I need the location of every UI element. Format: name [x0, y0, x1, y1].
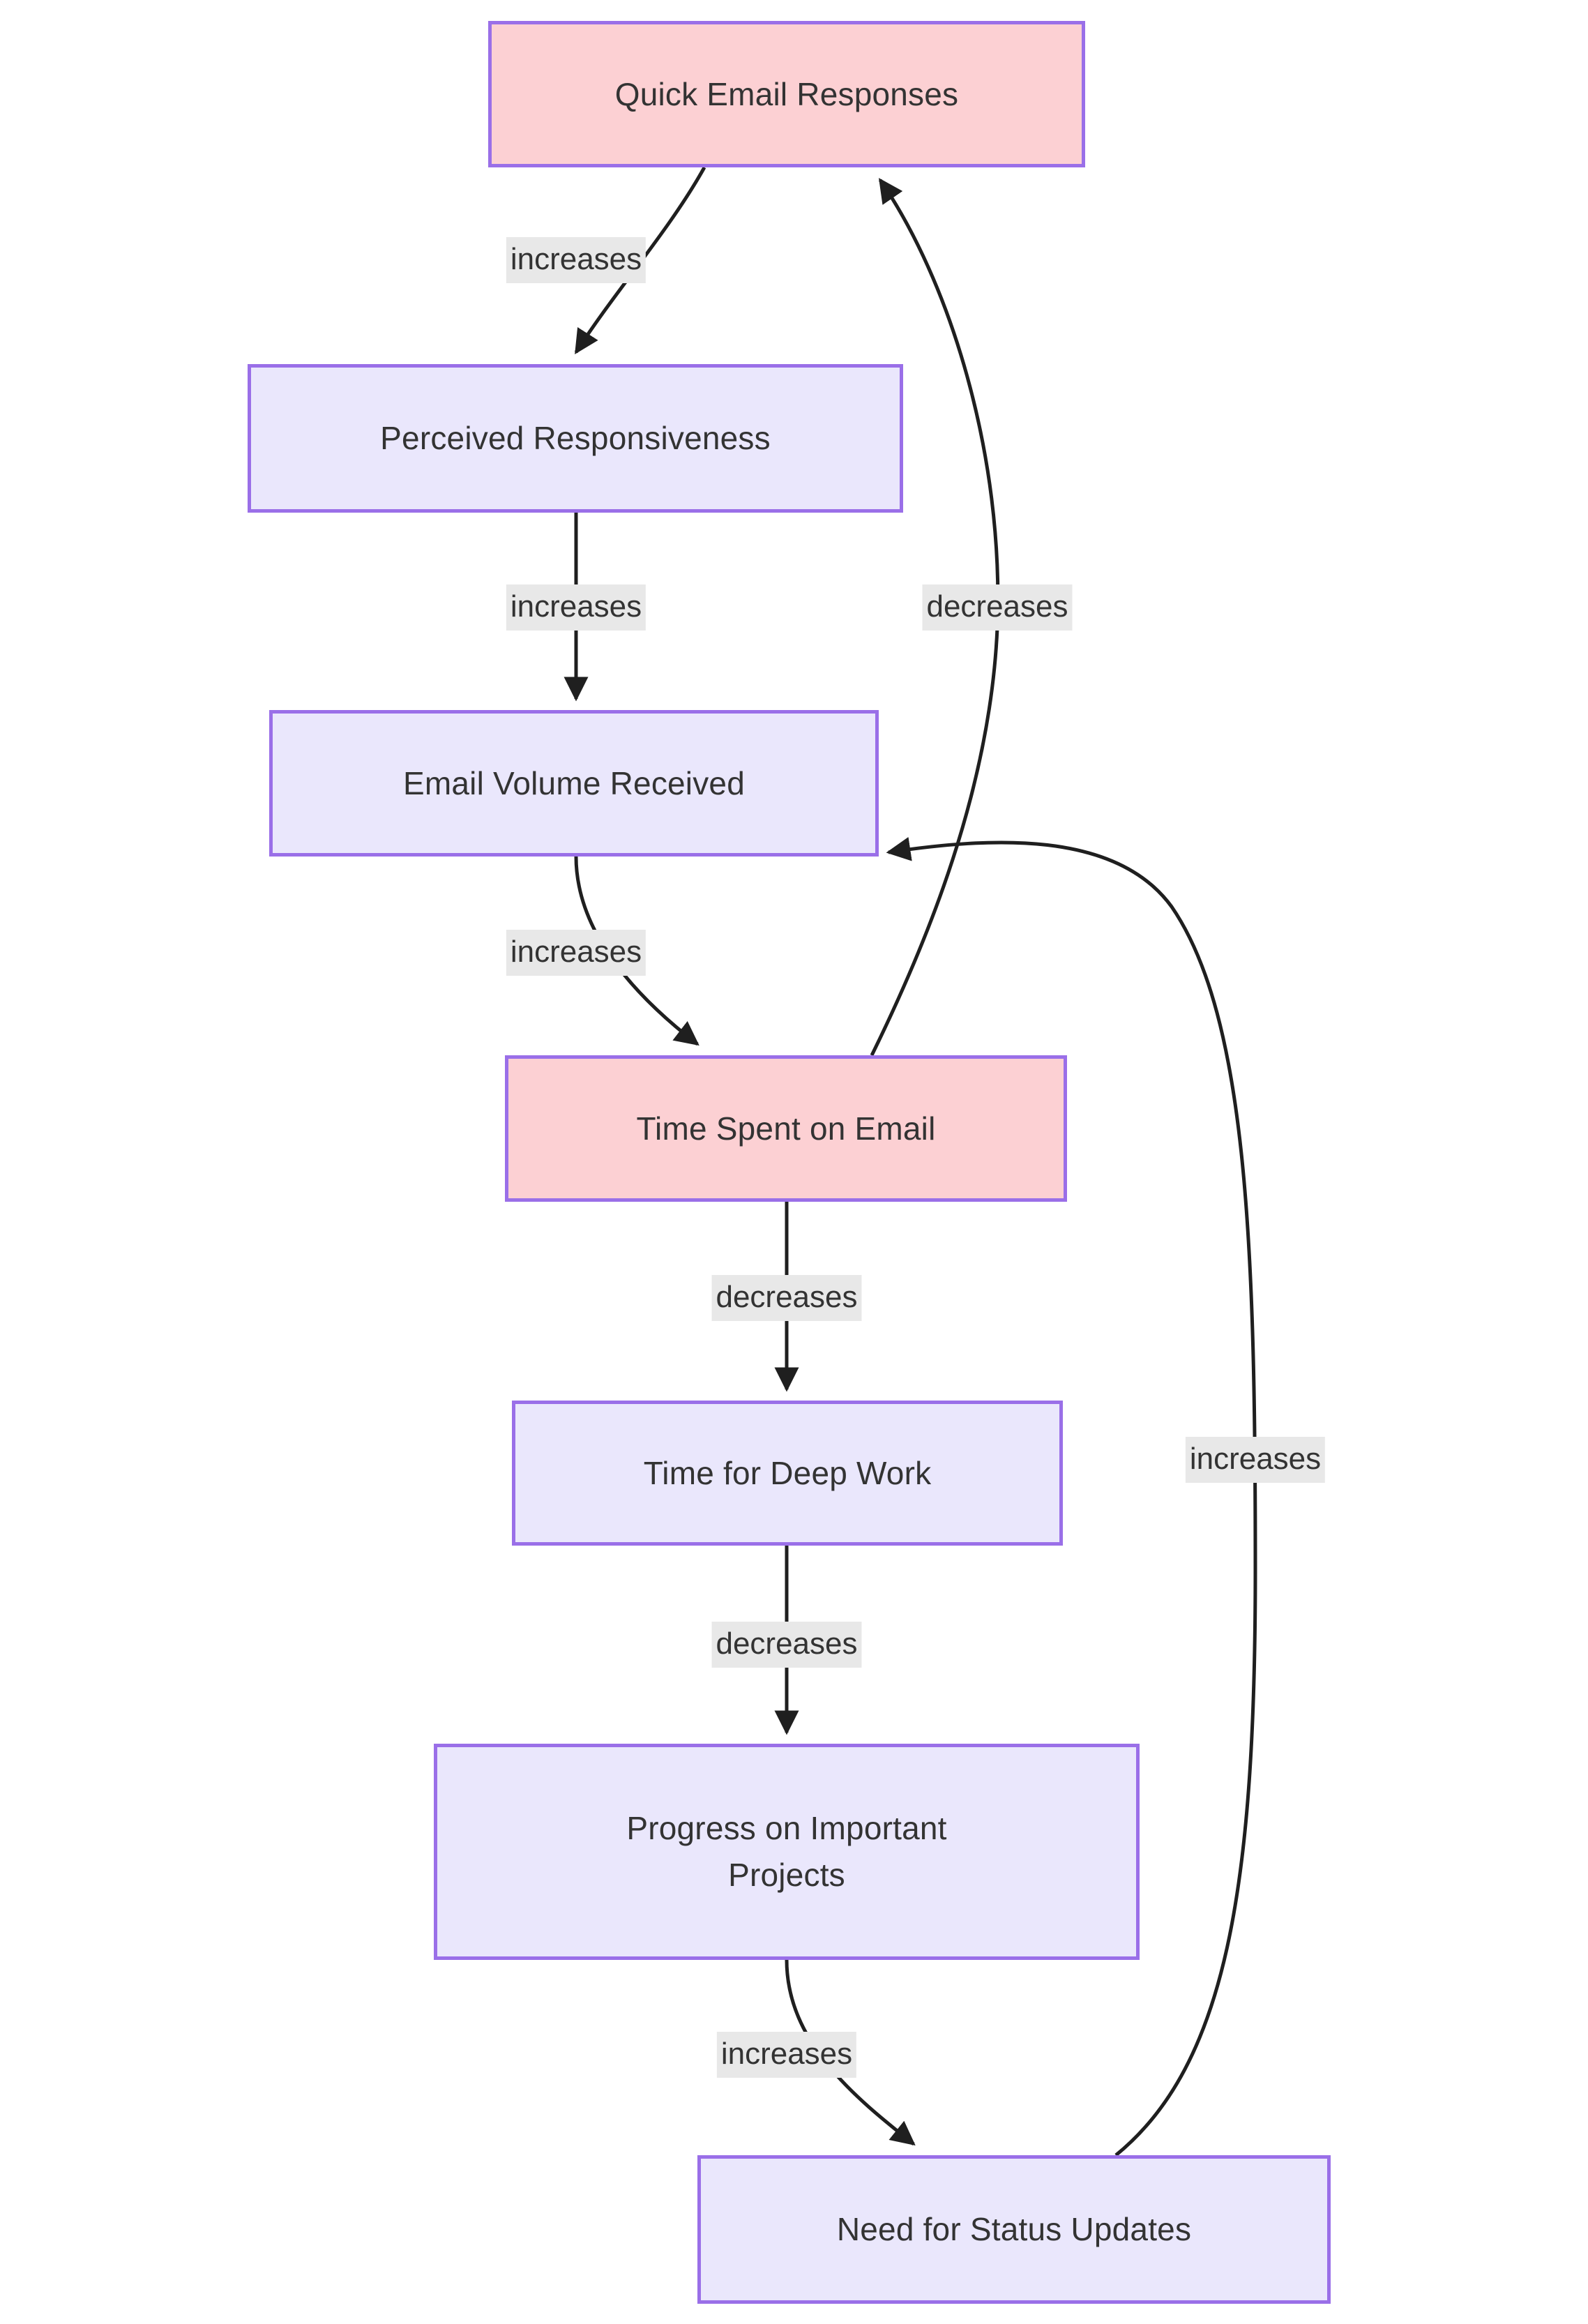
node-label: Quick Email Responses	[614, 75, 959, 112]
node-progress-on-important-projects[interactable]: Progress on Important Projects	[434, 1744, 1140, 1960]
edge-label-increases-4: increases	[716, 2032, 857, 2078]
node-email-volume-received[interactable]: Email Volume Received	[269, 710, 879, 857]
node-label: Need for Status Updates	[836, 2211, 1192, 2248]
edge-label-decreases-1: decreases	[711, 1275, 862, 1322]
edge-label-increases-3: increases	[506, 930, 646, 976]
node-time-spent-on-email[interactable]: Time Spent on Email	[505, 1055, 1067, 1202]
edge-label-increases-2: increases	[506, 584, 646, 631]
node-label: Time for Deep Work	[643, 1454, 932, 1491]
node-label: Email Volume Received	[403, 764, 745, 801]
edge-label-decreases-3: decreases	[922, 584, 1073, 631]
node-label: Progress on Important Projects	[626, 1810, 947, 1893]
node-label: Perceived Responsiveness	[380, 420, 771, 457]
node-need-for-status-updates[interactable]: Need for Status Updates	[697, 2155, 1331, 2304]
edge-label-increases-1: increases	[506, 237, 646, 284]
node-time-for-deep-work[interactable]: Time for Deep Work	[512, 1401, 1063, 1546]
node-label: Time Spent on Email	[636, 1110, 936, 1147]
node-quick-email-responses[interactable]: Quick Email Responses	[488, 21, 1085, 167]
edge-label-increases-5: increases	[1185, 1437, 1326, 1484]
edge-label-decreases-2: decreases	[711, 1622, 862, 1668]
node-perceived-responsiveness[interactable]: Perceived Responsiveness	[248, 364, 903, 513]
